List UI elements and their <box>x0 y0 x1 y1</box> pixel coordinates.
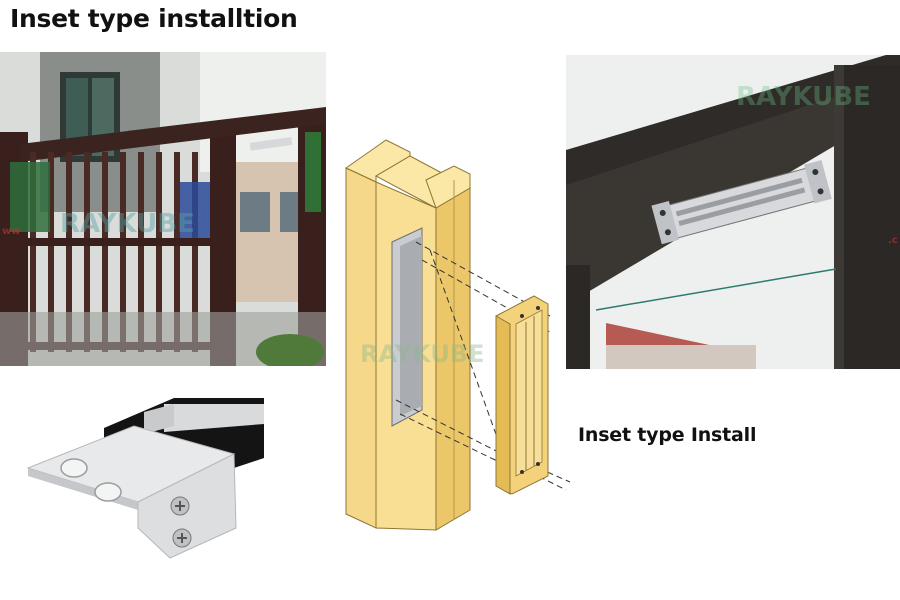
watermark-text: RAYKUBE <box>60 209 195 239</box>
watermark-text: RAYKUBE <box>360 340 485 368</box>
inset-installation-diagram: RAYKUBE <box>330 110 580 550</box>
watermark-suffix: .c <box>888 235 898 246</box>
bracket-closeup-photo <box>24 378 264 578</box>
door-frame-installation-photo: RAYKUBE .c <box>566 55 900 369</box>
screw-hole-icon <box>94 482 122 502</box>
page-title: Inset type installtion <box>10 4 298 33</box>
watermark-suffix: ww <box>2 226 20 237</box>
screw-hole-icon <box>60 458 88 478</box>
watermark-text: RAYKUBE <box>736 82 871 112</box>
gate-installation-photo: RAYKUBE ww <box>0 52 326 366</box>
screw-icon <box>170 496 190 516</box>
screw-icon <box>172 528 192 548</box>
diagram-caption: Inset type Install <box>578 424 757 446</box>
